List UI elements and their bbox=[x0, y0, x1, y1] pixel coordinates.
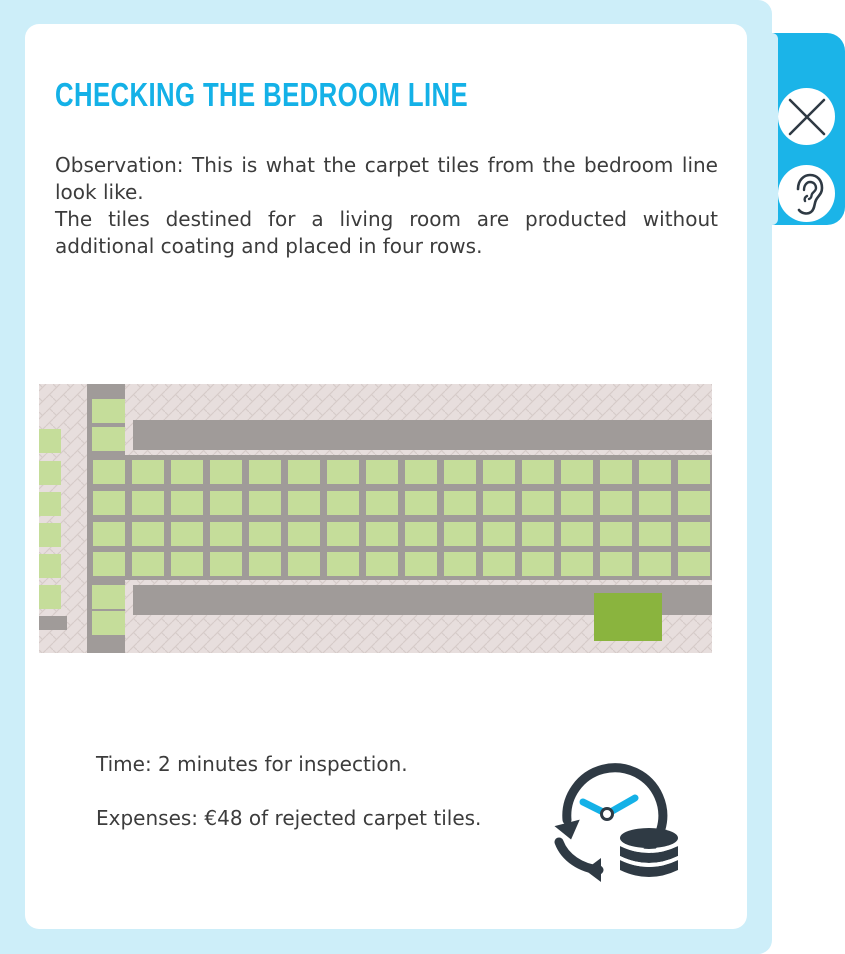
carpet-tile bbox=[39, 554, 61, 578]
time-text: Time: 2 minutes for inspection. bbox=[96, 752, 408, 776]
observation-paragraph: Observation: This is what the carpet til… bbox=[55, 153, 718, 204]
side-toolbar bbox=[772, 33, 845, 225]
expenses-text: Expenses: €48 of rejected carpet tiles. bbox=[96, 806, 482, 830]
carpet-tile bbox=[600, 460, 632, 484]
carpet-tile bbox=[39, 461, 61, 485]
conveyor-line-illustration bbox=[39, 384, 712, 653]
carpet-tile bbox=[522, 522, 554, 546]
carpet-tile bbox=[327, 460, 359, 484]
carpet-tile bbox=[327, 522, 359, 546]
carpet-tile bbox=[600, 491, 632, 515]
carpet-tile bbox=[639, 552, 671, 576]
carpet-tile bbox=[249, 460, 281, 484]
carpet-tile bbox=[327, 552, 359, 576]
carpet-tile bbox=[132, 460, 164, 484]
carpet-tile bbox=[444, 552, 476, 576]
carpet-tile bbox=[366, 522, 398, 546]
rejected-tile bbox=[594, 593, 662, 641]
stub-belt bbox=[39, 616, 67, 630]
carpet-tile bbox=[171, 491, 203, 515]
carpet-tile bbox=[483, 522, 515, 546]
carpet-tile bbox=[171, 460, 203, 484]
carpet-tile bbox=[678, 522, 710, 546]
ear-icon bbox=[796, 173, 823, 215]
carpet-tile bbox=[288, 522, 320, 546]
carpet-tile bbox=[639, 491, 671, 515]
carpet-tile bbox=[210, 460, 242, 484]
carpet-tile bbox=[132, 491, 164, 515]
carpet-tile bbox=[561, 552, 593, 576]
carpet-tile bbox=[249, 552, 281, 576]
carpet-tile bbox=[678, 460, 710, 484]
carpet-tile bbox=[600, 552, 632, 576]
carpet-tile bbox=[132, 522, 164, 546]
carpet-tile bbox=[444, 522, 476, 546]
carpet-tile bbox=[92, 427, 125, 451]
carpet-tile bbox=[210, 491, 242, 515]
carpet-tile bbox=[288, 460, 320, 484]
carpet-tile bbox=[93, 491, 125, 515]
carpet-tile bbox=[132, 552, 164, 576]
carpet-tile bbox=[483, 491, 515, 515]
carpet-tile bbox=[210, 552, 242, 576]
dialog-title: CHECKING THE BEDROOM LINE bbox=[55, 76, 469, 113]
carpet-tile bbox=[483, 460, 515, 484]
carpet-tile bbox=[522, 491, 554, 515]
carpet-tile bbox=[39, 585, 61, 609]
carpet-tile bbox=[288, 552, 320, 576]
carpet-tile bbox=[92, 585, 125, 609]
close-button[interactable] bbox=[778, 88, 835, 145]
carpet-tile bbox=[366, 552, 398, 576]
observation-paragraph: The tiles destined for a living room are… bbox=[55, 207, 718, 258]
carpet-tile bbox=[366, 491, 398, 515]
close-icon bbox=[788, 98, 825, 135]
carpet-tile bbox=[405, 491, 437, 515]
carpet-tile bbox=[405, 522, 437, 546]
upper-belt bbox=[133, 420, 712, 450]
carpet-tile bbox=[600, 522, 632, 546]
carpet-tile bbox=[444, 491, 476, 515]
carpet-tile bbox=[639, 460, 671, 484]
carpet-tile bbox=[327, 491, 359, 515]
carpet-tile bbox=[522, 552, 554, 576]
carpet-tile bbox=[366, 460, 398, 484]
carpet-tile bbox=[561, 522, 593, 546]
carpet-tile bbox=[483, 552, 515, 576]
carpet-tile bbox=[522, 460, 554, 484]
carpet-tile bbox=[171, 552, 203, 576]
carpet-tile bbox=[405, 552, 437, 576]
carpet-tile bbox=[249, 491, 281, 515]
carpet-tile bbox=[39, 429, 61, 453]
carpet-tile bbox=[678, 552, 710, 576]
carpet-tile bbox=[561, 491, 593, 515]
carpet-tile bbox=[561, 460, 593, 484]
carpet-tile bbox=[92, 399, 125, 423]
carpet-tile bbox=[678, 491, 710, 515]
carpet-tile bbox=[39, 523, 61, 547]
carpet-tile bbox=[39, 492, 61, 516]
listen-button[interactable] bbox=[778, 165, 835, 222]
carpet-tile bbox=[639, 522, 671, 546]
carpet-tile bbox=[210, 522, 242, 546]
carpet-tile bbox=[171, 522, 203, 546]
carpet-tile bbox=[249, 522, 281, 546]
carpet-tile bbox=[288, 491, 320, 515]
observation-text: Observation: This is what the carpet til… bbox=[55, 152, 718, 260]
clock-coins-icon bbox=[554, 763, 678, 882]
carpet-tile bbox=[444, 460, 476, 484]
carpet-tile bbox=[93, 552, 125, 576]
carpet-tile bbox=[92, 611, 125, 635]
carpet-tile bbox=[93, 522, 125, 546]
carpet-tile bbox=[93, 460, 125, 484]
carpet-tile bbox=[405, 460, 437, 484]
